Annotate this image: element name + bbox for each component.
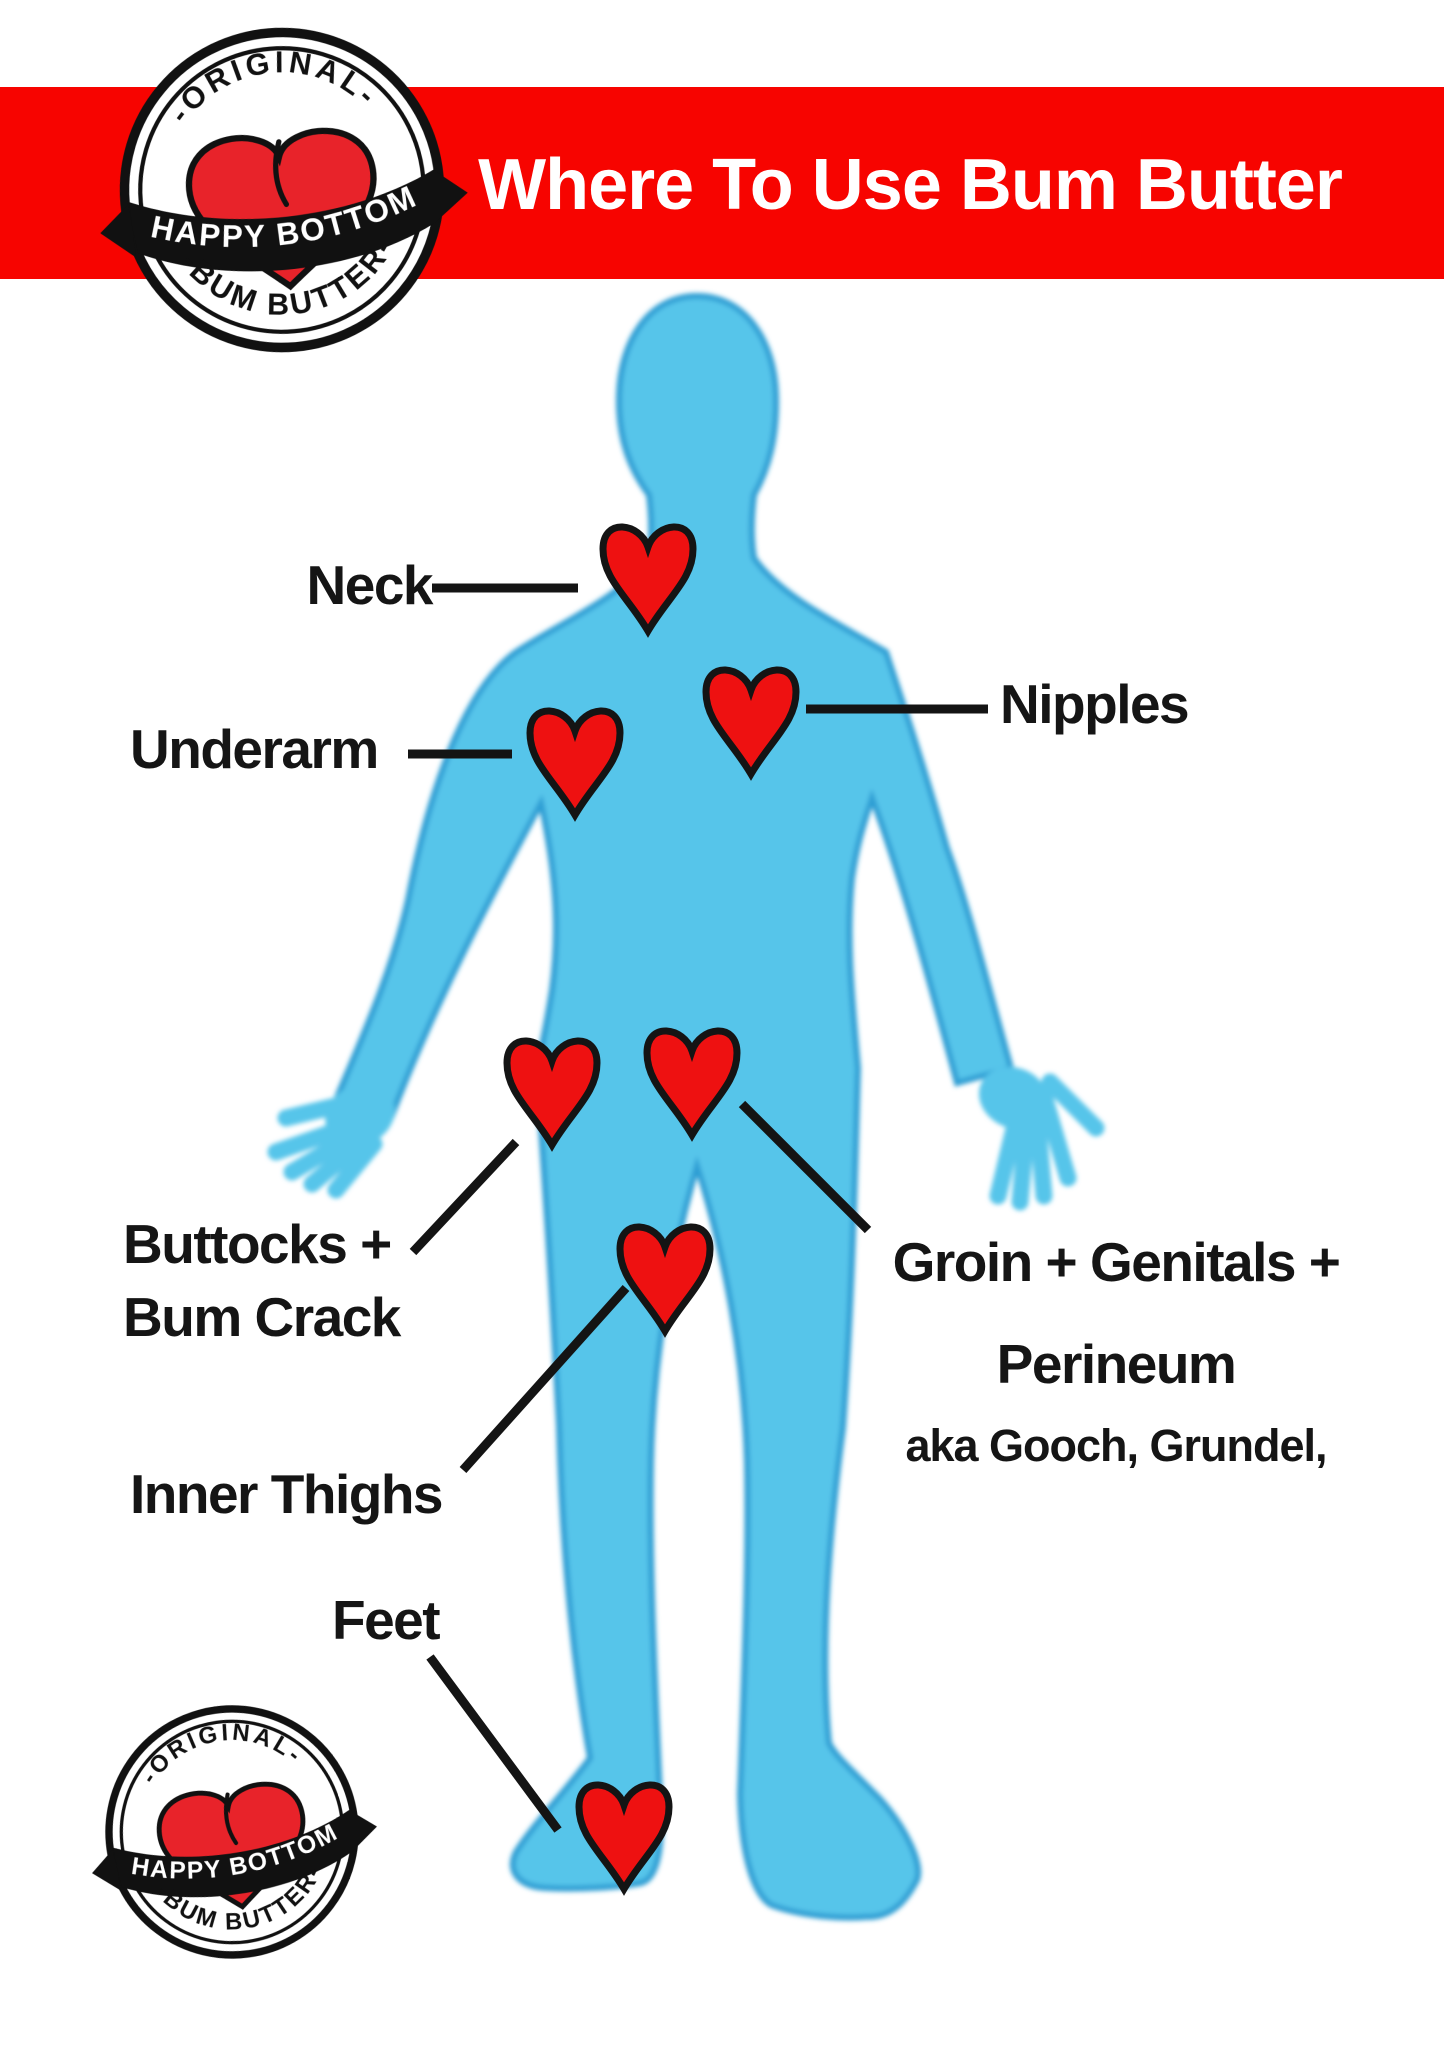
label-buttocks-line2: Bum Crack bbox=[123, 1286, 401, 1349]
label-aka-gooch-grundel: aka Gooch, Grundel, bbox=[905, 1420, 1327, 1471]
bum-crack-line bbox=[273, 139, 290, 207]
label-underarm: Underarm bbox=[130, 718, 379, 780]
feet-line bbox=[426, 1654, 562, 1833]
label-nipples: Nipples bbox=[1000, 673, 1190, 735]
label-buttocks-bumcrack: Buttocks + Bum Crack bbox=[123, 1208, 401, 1354]
label-buttocks-line1: Buttocks + bbox=[123, 1213, 392, 1275]
label-inner-thighs: Inner Thighs bbox=[130, 1463, 444, 1525]
buttocks-line bbox=[409, 1138, 520, 1256]
connector-lines bbox=[408, 583, 988, 1833]
label-neck: Neck bbox=[306, 554, 434, 616]
groin-line bbox=[738, 1100, 872, 1234]
label-groin-genitals: Groin + Genitals + bbox=[892, 1231, 1341, 1293]
ribbon-banner bbox=[100, 168, 468, 272]
brand-badge-bottom: -ORIGINAL- HAPPY BOTTOM -BUM BUTTER- bbox=[92, 1705, 377, 1959]
right-hand bbox=[978, 1066, 1105, 1211]
left-hand bbox=[267, 1083, 395, 1199]
bum-crack-line bbox=[223, 1792, 239, 1846]
ribbon-banner bbox=[92, 1808, 377, 1898]
label-feet: Feet bbox=[332, 1589, 441, 1651]
inner-thighs-line bbox=[459, 1284, 630, 1474]
page-title: Where To Use Bum Butter bbox=[478, 145, 1343, 225]
brand-badge-top: -ORIGINAL- HAPPY BOTTOM -BUM BUTTER- bbox=[100, 27, 468, 353]
label-perineum: Perineum bbox=[996, 1333, 1237, 1395]
